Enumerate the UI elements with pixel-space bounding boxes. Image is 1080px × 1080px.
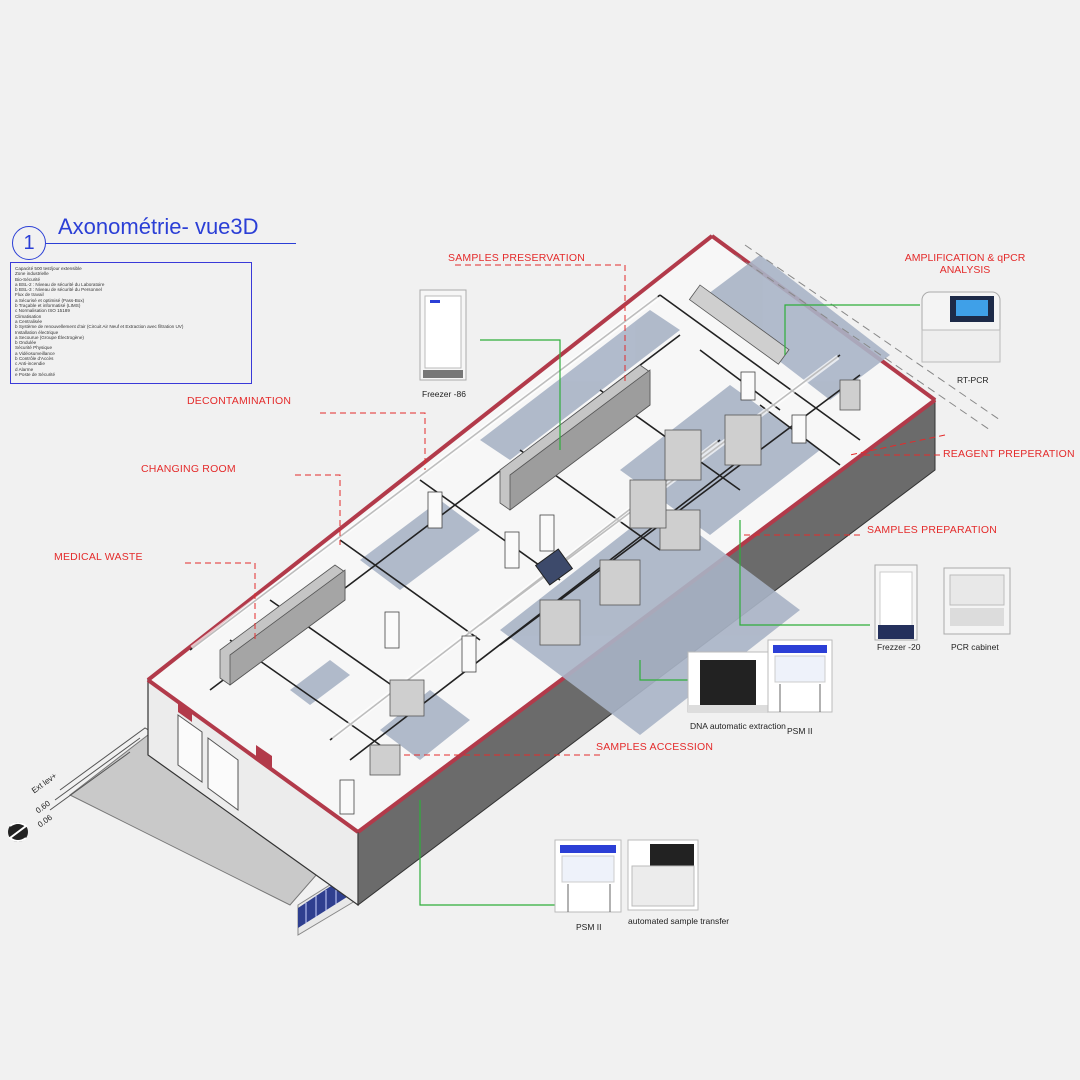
- sample-transfer-image: [627, 839, 699, 911]
- notes-row: Installation électrique: [15, 329, 59, 335]
- caption-dna-extraction: DNA automatic extraction: [690, 721, 786, 731]
- waste-lockers: [219, 564, 346, 686]
- pcr-cabinet-image: [943, 567, 1011, 635]
- room-floors: [290, 255, 890, 760]
- caption-sample-transfer: automated sample transfer: [628, 916, 730, 926]
- notes-row: Flux de travail: [15, 292, 44, 298]
- entrance-terrace: [49, 727, 346, 906]
- notes-row: a Vidéosurveillance: [15, 350, 55, 356]
- notes-row: Sécurité Physique: [15, 345, 53, 351]
- freezer-86-image: [419, 289, 467, 381]
- doors: [339, 371, 807, 815]
- caption-psm-ii-a: PSM II: [787, 726, 813, 736]
- notes-row: e Poste de Sécurité: [15, 371, 56, 377]
- dna-extraction-image: [687, 651, 769, 713]
- view-number: 1: [12, 226, 46, 260]
- notes-row: a Sécurisé et optimisé (Pass-Box): [15, 297, 85, 303]
- notes-row: Capacité 500 test/jour extensible: [15, 266, 82, 271]
- notes-row: c Normalisation ISO 15189: [15, 308, 70, 314]
- label-samples-preparation: SAMPLES PREPARATION: [867, 524, 998, 536]
- notes-row: Bio-Sécurité: [15, 276, 41, 282]
- wall-screen: [534, 548, 574, 586]
- label-amplification: AMPLIFICATION & qPCR ANALYSIS: [904, 252, 1026, 276]
- label-leaders: [185, 264, 946, 756]
- psm-ii-a-image: [767, 639, 833, 713]
- label-samples-accession: SAMPLES ACCESSION: [596, 741, 714, 753]
- level-marker: [8, 822, 28, 842]
- caption-pcr-cabinet: PCR cabinet: [951, 642, 999, 652]
- notes-row: d Alarme: [15, 366, 34, 372]
- label-medical-waste: MEDICAL WASTE: [54, 551, 143, 563]
- lab-equipment: [369, 284, 861, 776]
- notes-row: Zone industrielle: [15, 271, 49, 277]
- view-title: Axonométrie- vue3D: [58, 214, 259, 239]
- notes-row: b Traçable et informatisé (LIMS): [15, 303, 81, 309]
- notes-row: b Contrôle d'Accès: [15, 356, 54, 362]
- label-decontamination: DECONTAMINATION: [187, 395, 292, 407]
- caption-freezer-86: Freezer -86: [422, 389, 466, 399]
- notes-row: a Centralisée: [15, 318, 43, 324]
- freezer-racks: [499, 364, 651, 511]
- notes-row: a BSL-2 : Niveau de sécurité du Laborato…: [15, 281, 105, 287]
- caption-rt-pcr: RT-PCR: [957, 375, 989, 385]
- psm-ii-b-image: [554, 839, 622, 913]
- rt-pcr-image: [921, 291, 1001, 363]
- label-samples-preservation: SAMPLES PRESERVATION: [448, 252, 586, 264]
- notes-row: b BSL-3 : Niveau de sécurité du Personne…: [15, 287, 102, 293]
- freezer-20-image: [874, 564, 918, 641]
- label-changing-room: CHANGING ROOM: [141, 463, 236, 475]
- label-reagent-preparation: REAGENT PREPERATION: [943, 448, 1075, 460]
- notes-row: a Secourue (Groupe Électrogène): [15, 334, 84, 340]
- title-underline: [46, 243, 296, 244]
- notes-row: Climatisation: [15, 313, 42, 319]
- equipment-leaders: [419, 304, 920, 906]
- notes-row: b Ondulée: [15, 340, 37, 346]
- notes-row: c Anti-incendie: [15, 361, 45, 367]
- caption-freezer-20: Frezzer -20: [877, 642, 921, 652]
- caption-psm-ii-b: PSM II: [576, 922, 602, 932]
- notes-row: b Système de renouvellement d'air (Circu…: [15, 324, 184, 330]
